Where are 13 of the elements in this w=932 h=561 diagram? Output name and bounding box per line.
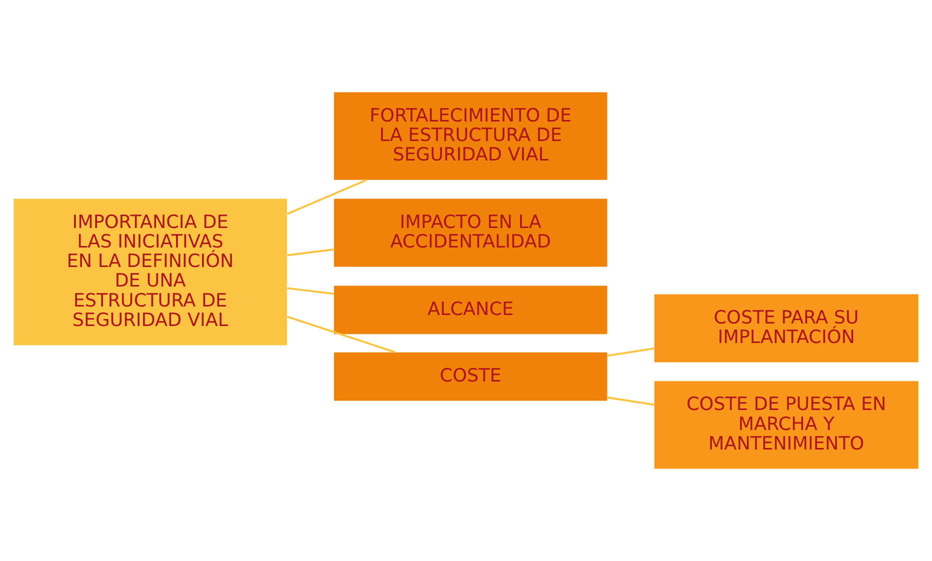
node-box: ALCANCE [334, 286, 608, 334]
node-box: FORTALECIMIENTO DE LA ESTRUCTURA DE SEGURIDAD VIAL [334, 92, 608, 180]
node-box: COSTE PARA SU IMPLANTACIÓN [654, 294, 918, 362]
connector [286, 179, 368, 215]
node-box: IMPORTANCIA DE LAS INICIATIVAS EN LA DEFINICIÓN DE UNA ESTRUCTURA DE SEGURIDAD VIAL [14, 198, 287, 346]
connector [287, 248, 334, 256]
connector [286, 316, 396, 354]
connector [607, 396, 654, 406]
node-box: IMPACTO EN LA ACCIDENTALIDAD [334, 198, 608, 267]
connector [607, 347, 654, 357]
connector [287, 287, 334, 295]
node-box: COSTE [334, 352, 608, 401]
node-box: COSTE DE PUESTA EN MARCHA Y MANTENIMIENTO [654, 381, 918, 469]
